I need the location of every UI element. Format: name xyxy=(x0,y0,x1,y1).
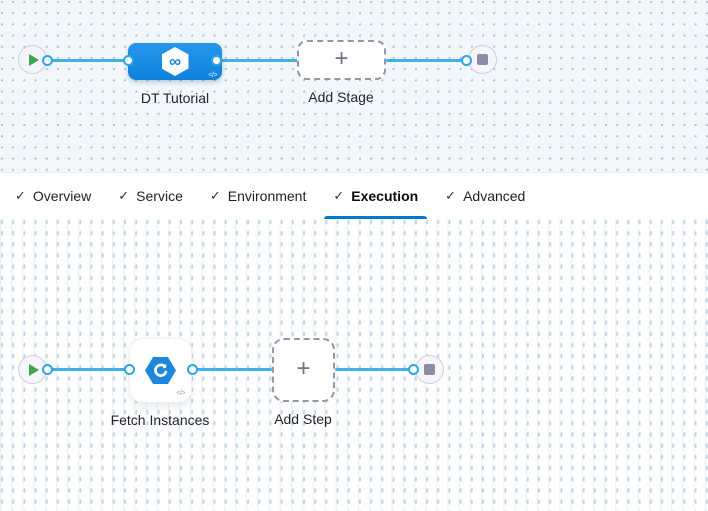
tab-label: Service xyxy=(136,188,183,204)
add-step-label: Add Step xyxy=(274,411,332,427)
add-step-button[interactable]: + xyxy=(272,338,335,402)
check-icon: ✓ xyxy=(333,188,345,203)
play-icon xyxy=(29,363,39,376)
play-icon xyxy=(29,53,39,66)
execution-graph-canvas[interactable]: </> + Fetch Instances Add Step xyxy=(0,219,708,511)
port-end-in xyxy=(460,54,472,66)
stop-icon xyxy=(424,364,435,375)
tab-overview[interactable]: ✓ Overview xyxy=(6,173,100,219)
edge-step-to-addstep xyxy=(192,367,272,371)
stage-node-dt-tutorial[interactable]: ∞ </> xyxy=(128,43,222,80)
edge-stage-to-addstage xyxy=(216,58,300,62)
step-node-fetch-instances[interactable]: </> xyxy=(129,338,192,403)
port-stage-in xyxy=(122,54,134,66)
infinity-icon: ∞ xyxy=(168,52,182,71)
tab-label: Overview xyxy=(32,188,92,204)
stage-label: DT Tutorial xyxy=(140,90,210,106)
stage-config-tabbar: ✓ Overview ✓ Service ✓ Environment ✓ Exe… xyxy=(0,172,708,219)
port-end-in xyxy=(407,363,419,375)
tab-label: Environment xyxy=(227,188,307,204)
fetch-instances-icon xyxy=(145,357,176,384)
circular-arrow-icon xyxy=(154,363,168,377)
edge-addstage-to-end xyxy=(386,58,466,62)
add-stage-button[interactable]: + xyxy=(297,40,386,80)
tab-environment[interactable]: ✓ Environment xyxy=(201,173,316,219)
plus-icon: + xyxy=(296,355,311,382)
check-icon: ✓ xyxy=(118,188,130,203)
tab-advanced[interactable]: ✓ Advanced xyxy=(436,173,534,219)
stop-icon xyxy=(477,54,488,65)
stage-graph-canvas[interactable]: ∞ </> + DT Tutorial Add Stage xyxy=(0,0,708,172)
port-start-out xyxy=(41,54,53,66)
edge-addstep-to-end xyxy=(335,367,413,371)
check-icon: ✓ xyxy=(209,188,221,203)
tab-execution[interactable]: ✓ Execution xyxy=(324,173,428,219)
edge-start-to-stage xyxy=(47,58,128,62)
tab-service[interactable]: ✓ Service xyxy=(109,173,192,219)
port-step-in xyxy=(123,363,135,375)
check-icon: ✓ xyxy=(445,188,457,203)
code-view-icon: </> xyxy=(176,390,185,397)
code-view-icon: </> xyxy=(208,72,217,79)
check-icon: ✓ xyxy=(15,188,26,203)
plus-icon: + xyxy=(334,45,349,72)
edge-start-to-step xyxy=(47,367,129,371)
tab-label: Execution xyxy=(351,188,419,204)
port-stage-out xyxy=(210,54,222,66)
pipeline-end-node xyxy=(468,45,497,74)
port-step-out xyxy=(186,363,198,375)
tab-label: Advanced xyxy=(463,188,526,204)
step-label: Fetch Instances xyxy=(110,412,210,428)
port-start-out xyxy=(41,363,53,375)
active-tab-underline xyxy=(324,216,428,219)
harness-cd-hexagon-icon: ∞ xyxy=(161,47,189,76)
execution-end-node xyxy=(415,355,444,384)
add-stage-label: Add Stage xyxy=(308,89,374,105)
